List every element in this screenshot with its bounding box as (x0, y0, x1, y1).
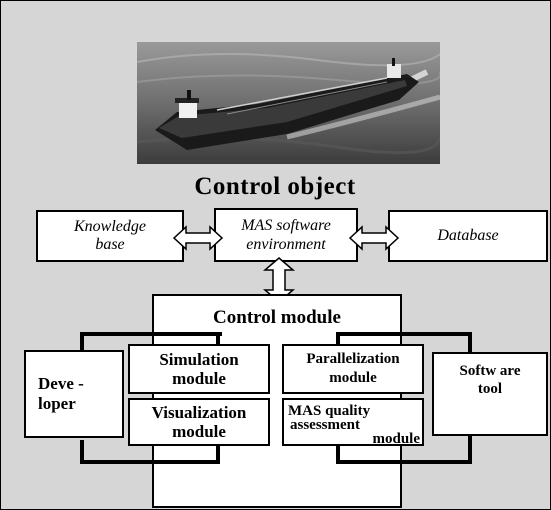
double-arrow-mas-db (348, 225, 400, 251)
quality-line-3: module (372, 431, 420, 447)
visualization-module-box: Visualization module (128, 398, 270, 446)
parallelization-line-1: Parallelization (306, 351, 400, 367)
connector-right-bottom (336, 460, 472, 464)
software-tool-box: Softw are tool (432, 352, 548, 436)
developer-line-1: Deve - (38, 374, 84, 393)
connector-left-top-vert (80, 332, 84, 352)
knowledge-base-line-1: Knowledge (74, 218, 146, 235)
visualization-line-1: Visualization (151, 403, 247, 422)
developer-line-2: loper (38, 394, 76, 413)
connector-right-mid-bottom (336, 446, 340, 464)
connector-right-mid-top (336, 332, 340, 346)
mas-environment-box: MAS software environment (214, 208, 358, 262)
simulation-line-2: module (172, 369, 226, 388)
simulation-module-box: Simulation module (128, 344, 270, 394)
visualization-line-2: module (172, 422, 226, 441)
connector-left-top (80, 332, 222, 336)
knowledge-base-box: Knowledge base (36, 210, 184, 262)
knowledge-base-line-2: base (95, 236, 125, 253)
simulation-line-1: Simulation (159, 350, 239, 369)
quality-line-1: MAS quality (288, 403, 371, 419)
mas-environment-line-1: MAS software (241, 217, 331, 234)
double-arrow-kb-mas (172, 225, 224, 251)
connector-left-bottom (80, 460, 220, 464)
connector-left-mid-bottom (216, 446, 220, 464)
connector-right-top-vert (468, 332, 472, 354)
connector-right-top (336, 332, 472, 336)
software-tool-line-2: tool (477, 381, 503, 397)
connector-left-bottom-vert (80, 440, 84, 464)
quality-module-box: MAS quality assessment module (282, 398, 424, 447)
developer-box: Deve - loper (24, 350, 124, 438)
mas-environment-line-2: environment (246, 236, 326, 253)
connector-right-bottom-vert (468, 436, 472, 464)
connector-left-mid-top (216, 332, 220, 346)
database-box: Database (388, 210, 548, 262)
quality-line-2: assessment (290, 417, 360, 433)
control-module-label: Control module (213, 307, 341, 328)
ship-photo (137, 42, 440, 164)
software-tool-line-1: Softw are (459, 363, 521, 379)
control-object-label: Control object (194, 173, 356, 200)
parallelization-module-box: Parallelization module (282, 344, 424, 394)
parallelization-line-2: module (329, 370, 377, 386)
